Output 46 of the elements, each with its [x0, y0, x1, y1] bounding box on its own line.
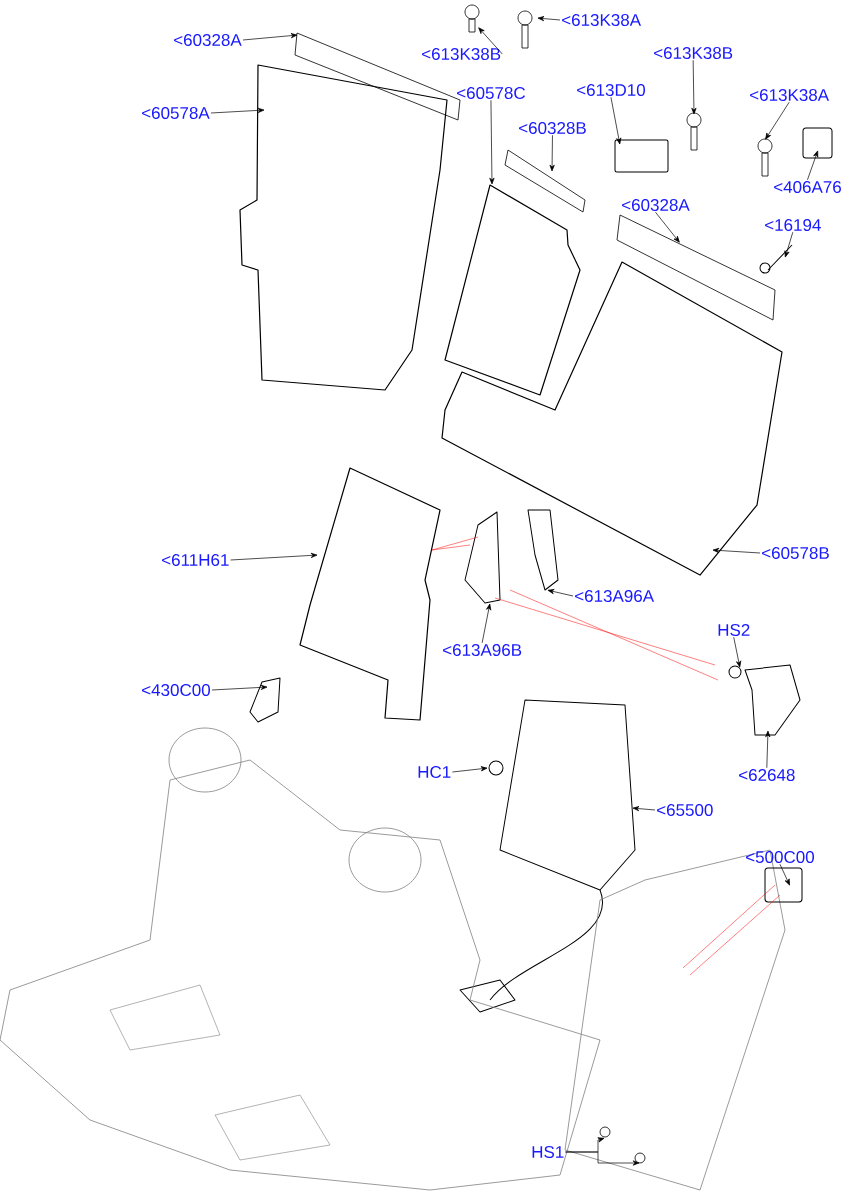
leader-line — [547, 589, 574, 597]
leader-line — [779, 863, 790, 886]
callout-label: HS1 — [532, 1146, 564, 1159]
callout-label: <613A96A — [575, 590, 655, 603]
callout-label: <613K38A — [562, 14, 642, 27]
callout-label: <16194 — [765, 219, 821, 232]
callout-label: HC1 — [418, 766, 451, 779]
callout-label: <62648 — [739, 769, 795, 782]
callout-label: <500C00 — [746, 851, 814, 864]
leader-line — [549, 134, 555, 172]
leader-line — [691, 59, 697, 115]
callout-label: <60328B — [519, 122, 586, 135]
callout-label: <613K38B — [422, 48, 501, 61]
leader-line — [481, 603, 492, 644]
callout-label: <60578A — [142, 107, 210, 120]
leader-line — [610, 96, 622, 145]
callout-label: <613A96B — [443, 644, 522, 657]
leader-line — [211, 684, 268, 691]
leader-line — [489, 99, 495, 185]
leader-line — [807, 150, 819, 181]
leader-line — [452, 766, 488, 773]
leader-line — [478, 27, 503, 55]
leader-line — [242, 33, 298, 41]
callout-label: <613K38B — [654, 47, 733, 60]
callout-label: HS2 — [718, 624, 750, 637]
leader-line — [784, 231, 794, 258]
leader-line — [230, 552, 318, 561]
callout-label: <406A76 — [774, 181, 841, 194]
callout-label: <613D10 — [577, 84, 645, 97]
leader-line — [632, 806, 656, 812]
callout-label: <611H61 — [162, 554, 229, 567]
leader-line — [765, 730, 771, 769]
callout-label: <60328A — [174, 34, 242, 47]
leader-line — [655, 211, 680, 243]
callout-label: <430C00 — [142, 684, 210, 697]
callout-label: <60578B — [762, 547, 829, 560]
leader-line — [565, 1151, 640, 1166]
callout-label: <613K38A — [750, 89, 830, 102]
leader-line — [210, 107, 265, 114]
callout-label: <65500 — [657, 804, 713, 817]
leader-line — [765, 101, 790, 140]
leader-line — [712, 547, 761, 554]
leader-line — [537, 16, 561, 22]
leader-line — [733, 636, 742, 668]
callout-label: <60578C — [457, 87, 526, 100]
callout-label: <60328A — [622, 199, 690, 212]
